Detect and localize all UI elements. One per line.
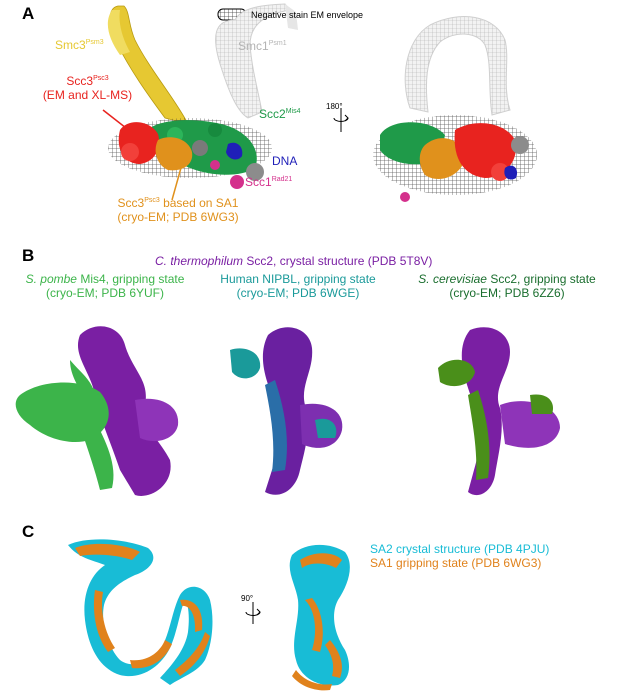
label-scc3-em-line2: (EM and XL-MS) (42, 88, 133, 102)
panel-b-structure-human (230, 327, 343, 495)
mesh-legend-label: Negative stain EM envelope (251, 10, 364, 20)
label-scc1-name: Scc1 (245, 175, 272, 189)
panel-b-col2-line2: (cryo-EM; PDB 6WGE) (236, 286, 360, 300)
panel-b-structure-pombe (15, 326, 179, 496)
label-rotation-90: 90° (241, 594, 254, 603)
panel-b-header: C. thermophilum Scc2, crystal structure … (155, 254, 432, 268)
panel-a-left-structure (107, 3, 298, 189)
label-smc1-sup: Psm1 (268, 40, 287, 47)
panel-b-header-rest: Scc2, crystal structure (PDB 5T8V) (243, 254, 433, 268)
panel-c-structure-left (68, 539, 213, 685)
panel-b-col3-label: S. cerevisiae Scc2, gripping state (cryo… (402, 272, 612, 300)
panel-c-sa1-label: SA1 gripping state (PDB 6WG3) (370, 556, 542, 570)
label-scc1-sup: Rad21 (271, 176, 293, 183)
label-scc3-sa1-tail: based on SA1 (159, 196, 239, 210)
label-smc3-name: Smc3 (55, 38, 86, 52)
label-scc3-em-name: Scc3 (66, 74, 94, 88)
panel-b-structure-cerevisiae (438, 327, 560, 496)
panel-a-letter: A (22, 4, 35, 23)
panel-b-col3-rest: Scc2, gripping state (486, 272, 596, 286)
label-smc3: Smc3Psm3 (55, 38, 104, 52)
label-scc3-sa1-name: Scc3 (117, 196, 145, 210)
panel-b-col2-line1: Human NIPBL, gripping state (220, 272, 376, 286)
label-smc1: Smc1Psm1 (238, 39, 287, 53)
label-scc2-name: Scc2 (259, 107, 286, 121)
panel-a-right-structure (373, 16, 537, 202)
panel-b-col1-line2: (cryo-EM; PDB 6YUF) (45, 286, 164, 300)
rotation-180-icon (333, 108, 349, 132)
panel-c-structure-right (289, 544, 350, 691)
panel-c-letter: C (22, 522, 35, 541)
label-scc3-em-sup: Psc3 (93, 75, 109, 82)
label-scc3-sa1: Scc3Psc3 based on SA1 (cryo-EM; PDB 6WG3… (88, 196, 268, 224)
label-scc2-sup: Mis4 (285, 108, 301, 115)
label-dna: DNA (272, 154, 298, 168)
label-smc3-sup: Psm3 (85, 39, 104, 46)
panel-b-col3-line2: (cryo-EM; PDB 6ZZ6) (449, 286, 565, 300)
rotation-90-icon (245, 602, 261, 624)
label-scc3-sa1-line2: (cryo-EM; PDB 6WG3) (117, 210, 239, 224)
panel-b-header-italic: C. thermophilum (155, 254, 244, 268)
label-scc3-em: Scc3Psc3 (EM and XL-MS) (40, 74, 135, 102)
panel-b-col2-label: Human NIPBL, gripping state (cryo-EM; PD… (208, 272, 388, 300)
panel-b-letter: B (22, 246, 35, 265)
panel-b-col1-label: S. pombe Mis4, gripping state (cryo-EM; … (10, 272, 200, 300)
label-smc1-name: Smc1 (238, 39, 269, 53)
label-scc2: Scc2Mis4 (259, 107, 300, 121)
panel-b-col1-italic: S. pombe (25, 272, 77, 286)
panel-b-col1-rest: Mis4, gripping state (76, 272, 185, 286)
label-rotation-180: 180° (326, 102, 343, 111)
panel-c-sa2-label: SA2 crystal structure (PDB 4PJU) (370, 542, 550, 556)
panel-b-col3-italic: S. cerevisiae (418, 272, 487, 286)
label-scc3-sa1-sup: Psc3 (144, 197, 160, 204)
label-scc1: Scc1Rad21 (245, 175, 292, 189)
